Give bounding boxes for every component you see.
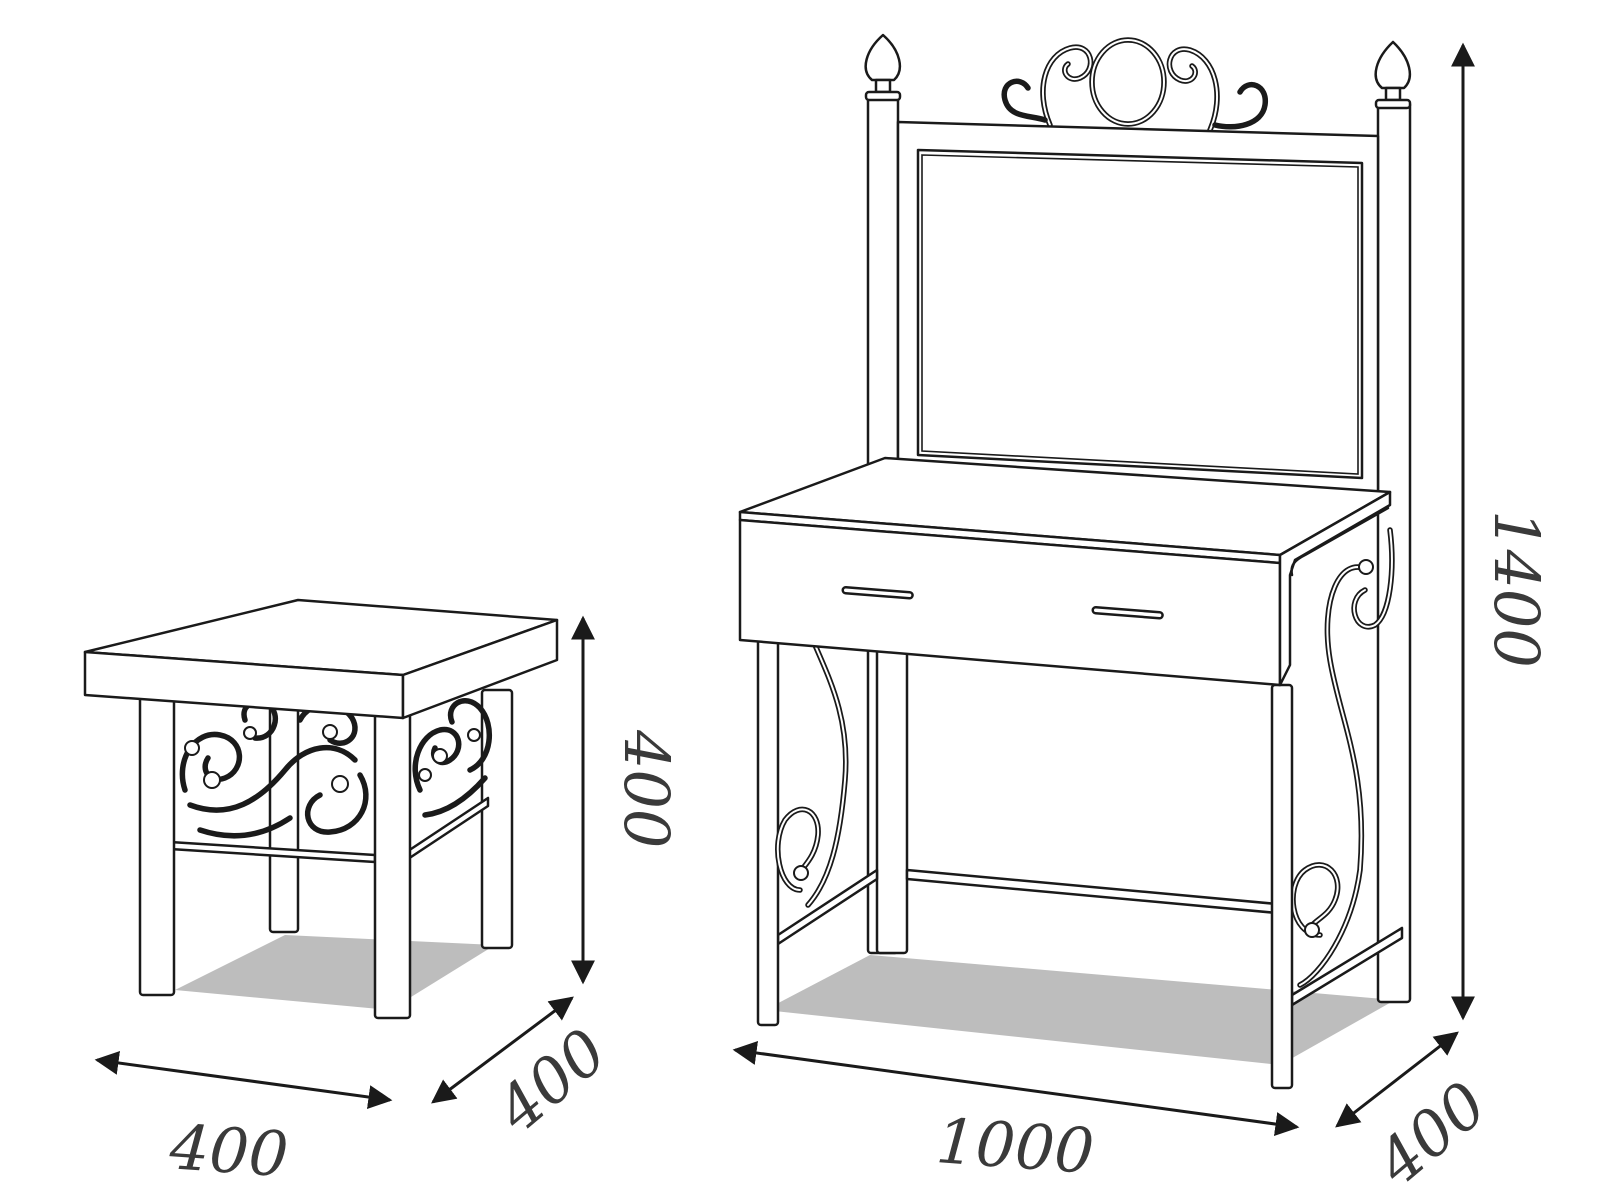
vanity-front-leg-left	[756, 638, 780, 1027]
stool-side-scrollwork	[412, 698, 493, 818]
vanity-front-leg-right	[1270, 683, 1294, 1090]
vanity-width-label: 1000	[934, 1104, 1097, 1188]
vanity-front-scrollwork-left	[775, 642, 849, 908]
stool-back-leg-right	[480, 688, 514, 950]
stool-width-label: 400	[167, 1110, 291, 1191]
vanity-left-rail	[776, 868, 879, 946]
dimension-lines	[94, 42, 1475, 1136]
vanity-depth-label: 400	[1362, 1067, 1500, 1200]
vanity-back-leg-left	[875, 648, 909, 955]
stool-front-leg-left	[138, 683, 176, 997]
vanity-finial-left	[864, 33, 902, 102]
vanity-table	[738, 33, 1412, 1090]
stool-depth-label: 400	[482, 1014, 620, 1147]
stool	[83, 598, 559, 1020]
vanity-side-scrollwork-right	[1290, 527, 1395, 988]
stool-width-arrow	[94, 1051, 393, 1109]
vanity-drawer-handle-left	[841, 585, 914, 600]
vanity-drawer-side-inner	[1290, 506, 1390, 577]
stool-height-label: 400	[610, 729, 683, 848]
stool-depth-arrow	[431, 996, 574, 1104]
vanity-mirror-frame	[896, 120, 1380, 497]
stool-floor-shadow	[175, 935, 495, 1010]
vanity-mirror-glass-inner	[921, 154, 1359, 475]
vanity-height-label: 1400	[1480, 510, 1553, 668]
vanity-mirror-crest	[1001, 37, 1268, 133]
vanity-floor-shadow	[765, 955, 1395, 1065]
vanity-finial-right	[1374, 40, 1412, 110]
stool-front-leg-right	[373, 706, 412, 1020]
stool-seat-side	[401, 618, 559, 720]
vanity-mirror-glass	[916, 148, 1364, 480]
vanity-back-rail	[905, 868, 1290, 916]
vanity-drawer-handle-right	[1091, 605, 1164, 620]
stool-back-leg-left	[268, 698, 300, 934]
vanity-width-arrow	[732, 1041, 1300, 1136]
vanity-depth-arrow	[1335, 1031, 1459, 1128]
